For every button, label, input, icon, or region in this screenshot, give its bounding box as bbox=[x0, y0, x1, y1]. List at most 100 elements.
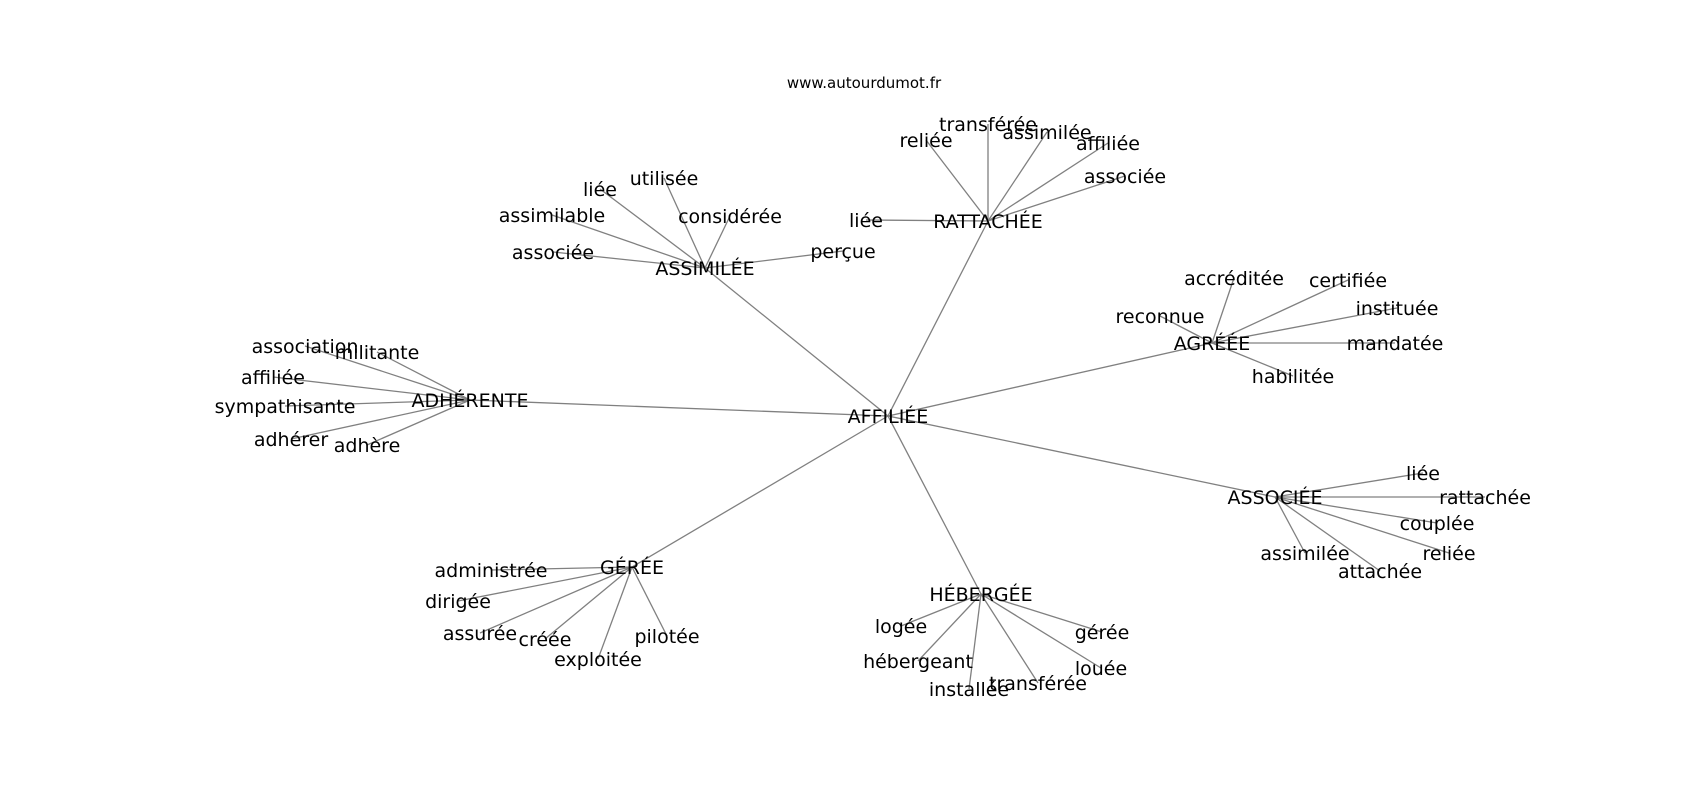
leaf-node-label: instituée bbox=[1356, 298, 1439, 320]
leaf-node-label: assimilable bbox=[499, 205, 605, 227]
edge-hebergee-leaf bbox=[980, 593, 1039, 684]
leaf-node-label: liée bbox=[1406, 463, 1440, 485]
leaf-node-label: assurée bbox=[443, 623, 517, 645]
edge-hebergee-leaf bbox=[917, 593, 982, 662]
edge-associee-leaf bbox=[1274, 496, 1306, 554]
leaf-node-label: adhère bbox=[334, 435, 401, 457]
edge-center-assimilee bbox=[704, 267, 889, 417]
hub-node-label: ASSOCIÉE bbox=[1228, 486, 1323, 509]
leaf-node-label: associée bbox=[1084, 166, 1166, 188]
edge-agreee-leaf bbox=[1211, 307, 1398, 344]
leaf-node-label: dirigée bbox=[425, 591, 491, 613]
leaf-node-label: logée bbox=[875, 616, 927, 638]
leaf-node-label: pilotée bbox=[634, 626, 699, 648]
leaf-node-label: administrée bbox=[435, 560, 548, 582]
edges-layer bbox=[272, 124, 1485, 690]
edge-geree-leaf bbox=[490, 566, 633, 571]
edge-associee-leaf bbox=[1274, 496, 1450, 554]
center-node-label: AFFILIÉE bbox=[848, 405, 929, 428]
hub-node-label: RATTACHÉE bbox=[933, 210, 1043, 233]
leaf-node-label: affiliée bbox=[241, 367, 305, 389]
leaf-node-label: reconnue bbox=[1116, 306, 1205, 328]
leaf-node-label: considérée bbox=[678, 206, 782, 228]
leaf-node-label: transférée bbox=[989, 673, 1087, 695]
edge-rattachee-leaf bbox=[987, 131, 1048, 222]
hub-node-label: AGRÉÉE bbox=[1174, 332, 1251, 355]
leaf-node-label: associée bbox=[512, 242, 594, 264]
leaf-node-label: gérée bbox=[1075, 622, 1130, 644]
leaf-node-label: hébergeant bbox=[863, 651, 973, 673]
site-watermark: www.autourdumot.fr bbox=[787, 74, 942, 92]
edge-center-hebergee bbox=[887, 415, 982, 595]
edge-geree-leaf bbox=[597, 566, 633, 660]
leaf-node-label: reliée bbox=[1422, 543, 1475, 565]
edge-adherente-leaf bbox=[304, 345, 471, 401]
edge-rattachee-leaf bbox=[865, 219, 989, 222]
hub-node-label: ASSIMILÉE bbox=[655, 257, 754, 280]
leaf-node-label: utilisée bbox=[630, 168, 699, 190]
edge-geree-leaf bbox=[479, 566, 633, 634]
leaf-node-label: louée bbox=[1075, 658, 1127, 680]
leaf-node-label: affiliée bbox=[1076, 133, 1140, 155]
edge-associee-leaf bbox=[1274, 496, 1381, 572]
leaf-node-label: perçue bbox=[810, 241, 875, 263]
edge-assimilee-leaf bbox=[663, 177, 706, 269]
leaf-node-label: attachée bbox=[1338, 561, 1422, 583]
leaf-node-label: liée bbox=[583, 179, 617, 201]
edge-center-geree bbox=[631, 415, 889, 568]
edge-hebergee-leaf bbox=[980, 593, 1102, 669]
edge-hebergee-leaf bbox=[900, 593, 982, 627]
leaf-node-label: militante bbox=[335, 342, 420, 364]
edge-center-adherente bbox=[469, 399, 889, 417]
edge-adherente-leaf bbox=[272, 376, 471, 401]
edge-geree-leaf bbox=[544, 566, 633, 640]
leaf-node-label: transférée bbox=[939, 114, 1037, 136]
hub-node-label: GÉRÉE bbox=[600, 556, 664, 579]
leaf-node-label: exploitée bbox=[554, 649, 642, 671]
edge-assimilee-leaf bbox=[599, 188, 706, 269]
edge-assimilee-leaf bbox=[704, 250, 844, 269]
edge-associee-leaf bbox=[1274, 496, 1438, 524]
edge-associee-leaf bbox=[1274, 472, 1424, 498]
edge-agreee-leaf bbox=[1211, 279, 1349, 344]
edge-hebergee-leaf bbox=[980, 593, 1103, 633]
edge-rattachee-leaf bbox=[925, 139, 989, 222]
edge-center-rattachee bbox=[887, 220, 989, 417]
leaf-node-label: couplée bbox=[1400, 513, 1475, 535]
edge-assimilee-leaf bbox=[552, 251, 706, 269]
edge-assimilee-leaf bbox=[551, 214, 706, 269]
leaf-node-label: habilitée bbox=[1252, 366, 1334, 388]
edge-agreee-leaf bbox=[1159, 315, 1213, 344]
edge-adherente-leaf bbox=[290, 399, 471, 440]
leaf-node-label: adhérer bbox=[254, 429, 329, 451]
leaf-node-label: assimilée bbox=[1002, 122, 1091, 144]
leaf-node-label: liée bbox=[849, 210, 883, 232]
leaf-node-label: installée bbox=[929, 679, 1009, 701]
leaf-node-label: mandatée bbox=[1347, 333, 1444, 355]
edge-agreee-leaf bbox=[1211, 277, 1235, 344]
edge-assimilee-leaf bbox=[704, 215, 731, 269]
leaf-node-label: rattachée bbox=[1439, 487, 1531, 509]
leaf-node-label: créée bbox=[519, 629, 572, 651]
labels-layer: AFFILIÉE ASSIMILÉE liée utilisée assimilable… bbox=[215, 114, 1531, 701]
edge-adherente-leaf bbox=[376, 351, 471, 401]
edge-center-associee bbox=[887, 415, 1276, 498]
edge-rattachee-leaf bbox=[987, 142, 1109, 222]
edge-hebergee-leaf bbox=[968, 593, 982, 690]
leaf-node-label: accréditée bbox=[1184, 268, 1284, 290]
leaf-node-label: assimilée bbox=[1260, 543, 1349, 565]
edge-adherente-leaf bbox=[366, 399, 471, 446]
leaf-node-label: reliée bbox=[899, 130, 952, 152]
edge-center-agreee bbox=[887, 342, 1213, 417]
hub-node-label: ADHÉRENTE bbox=[412, 389, 529, 412]
edge-rattachee-leaf bbox=[987, 175, 1126, 222]
leaf-node-label: certifiée bbox=[1309, 270, 1387, 292]
leaf-node-label: association bbox=[252, 336, 359, 358]
edge-geree-leaf bbox=[631, 566, 668, 637]
edge-agreee-leaf bbox=[1211, 342, 1294, 377]
edge-geree-leaf bbox=[457, 566, 633, 602]
leaf-node-label: sympathisante bbox=[215, 396, 356, 418]
edge-adherente-leaf bbox=[284, 399, 471, 407]
